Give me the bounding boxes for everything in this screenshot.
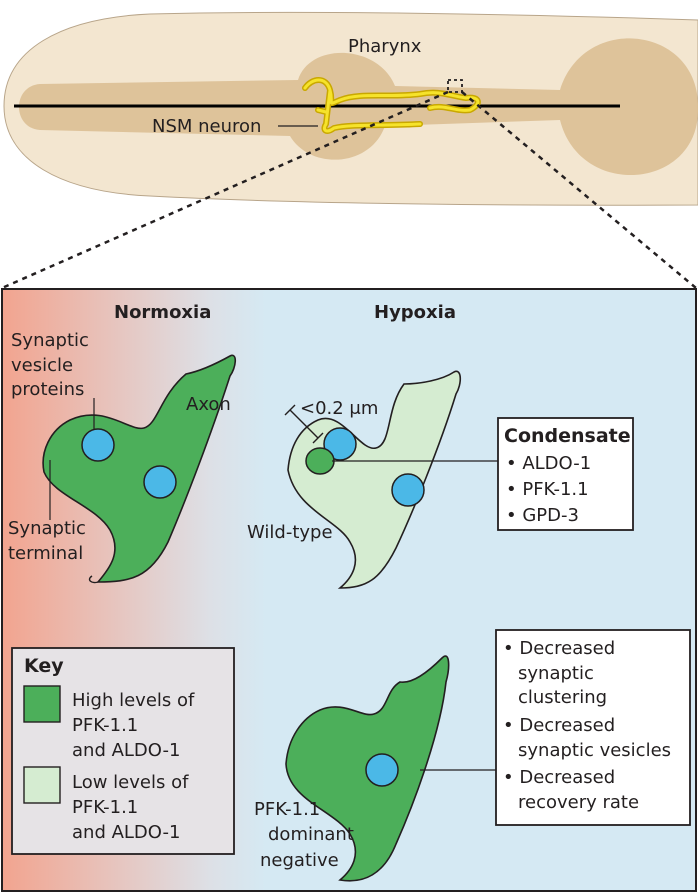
dn-label-line2: dominant: [268, 824, 354, 845]
condensate-item-3: • GPD-3: [506, 505, 579, 526]
terminal-label-line2: terminal: [8, 543, 83, 564]
zoom-lines: [1, 79, 697, 290]
distance-marker: [284, 404, 324, 444]
effects-line-3: clustering: [518, 687, 607, 708]
key-box: Key High levels of PFK-1.1 and ALDO-1 Lo…: [11, 647, 235, 855]
nsm-neuron-label: NSM neuron: [152, 116, 261, 137]
condensate-item-2: • PFK-1.1: [506, 479, 589, 500]
dn-vesicle: [365, 753, 399, 787]
effects-line-2: synaptic: [518, 663, 594, 684]
dn-label-line1: PFK-1.1: [254, 799, 320, 820]
distance-label: <0.2 μm: [300, 398, 378, 419]
key-title: Key: [24, 655, 64, 677]
condensate-blob: [305, 447, 335, 475]
normoxia-vesicle-2: [143, 465, 177, 499]
condensate-title: Condensate: [504, 425, 631, 447]
hypoxia-title: Hypoxia: [374, 302, 456, 323]
svp-label-line3: proteins: [11, 379, 84, 400]
key-swatch-high: [23, 685, 61, 723]
condensate-box: Condensate • ALDO-1 • PFK-1.1 • GPD-3: [497, 417, 634, 531]
svp-label-line1: Synaptic: [11, 330, 89, 351]
hypoxia-wildtype-synapse: [287, 370, 462, 589]
svp-label-line2: vesicle: [11, 355, 73, 376]
dominant-negative-synapse: [285, 655, 450, 882]
key-high-line1: High levels of: [72, 690, 195, 711]
axon-label: Axon: [186, 394, 231, 415]
effects-line-5: synaptic vesicles: [518, 740, 671, 761]
wildtype-vesicle-2: [391, 473, 425, 507]
normoxia-vesicle-1: [81, 428, 115, 462]
normoxia-terminal-shape: [42, 354, 237, 583]
key-low-line3: and ALDO-1: [72, 822, 180, 843]
key-low-line2: PFK-1.1: [72, 797, 138, 818]
key-swatch-low: [23, 766, 61, 804]
effects-line-6: • Decreased: [503, 767, 615, 788]
terminal-label-line1: Synaptic: [8, 518, 86, 539]
key-high-line2: PFK-1.1: [72, 715, 138, 736]
key-low-line1: Low levels of: [72, 772, 189, 793]
effects-line-4: • Decreased: [503, 715, 615, 736]
effects-box: • Decreased synaptic clustering • Decrea…: [495, 629, 691, 826]
effects-line-1: • Decreased: [503, 638, 615, 659]
effects-line-7: recovery rate: [518, 792, 639, 813]
worm-head: Pharynx NSM neuron: [3, 11, 698, 206]
dn-label-line3: negative: [260, 850, 339, 871]
key-high-line3: and ALDO-1: [72, 740, 180, 761]
condensate-item-1: • ALDO-1: [506, 453, 591, 474]
normoxia-title: Normoxia: [114, 302, 211, 323]
wildtype-vesicle-1: [323, 427, 357, 461]
wildtype-label: Wild-type: [247, 522, 333, 543]
pharynx-label: Pharynx: [348, 36, 422, 57]
normoxia-synapse: [42, 354, 237, 584]
nsm-neuron: [302, 77, 481, 134]
